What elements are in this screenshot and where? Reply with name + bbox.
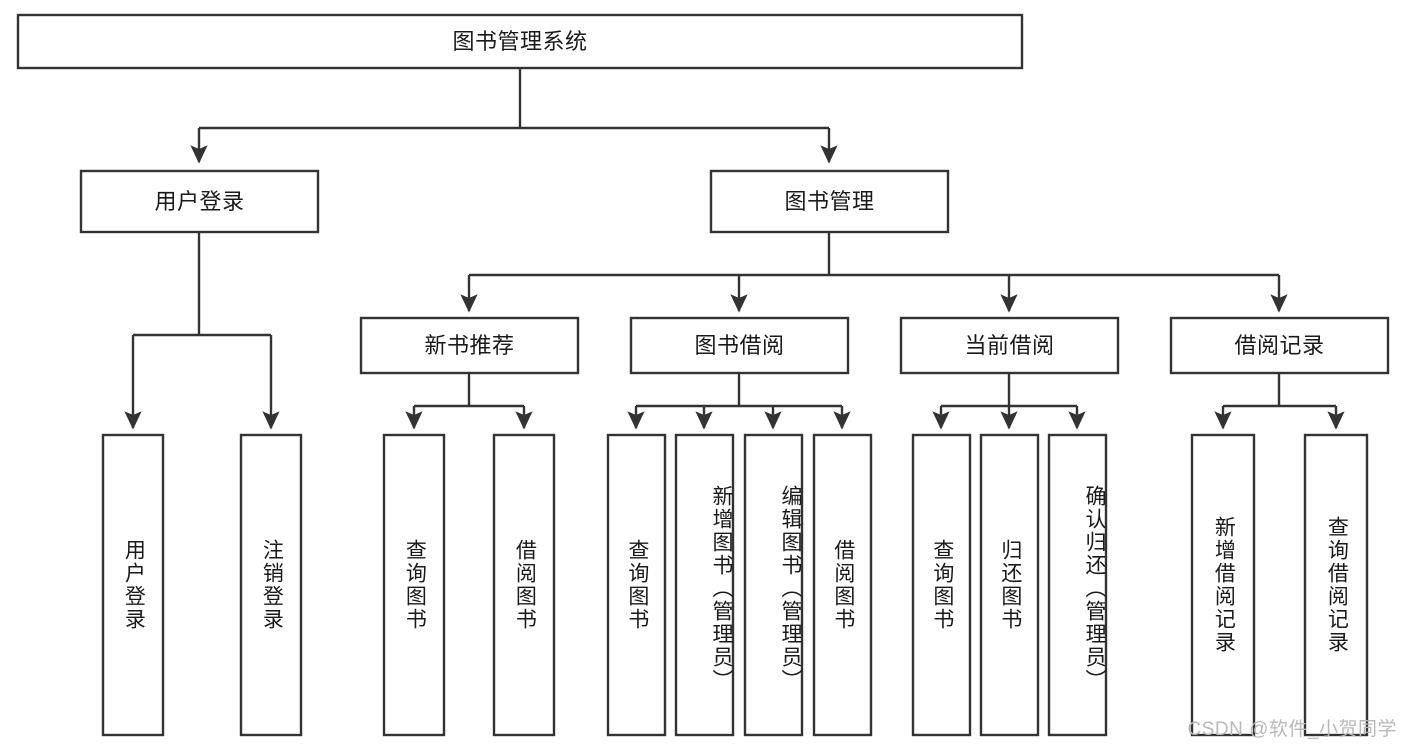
node-book-manage-box[interactable] — [709, 169, 950, 234]
node-leaf-book-borrow-0-box[interactable] — [606, 433, 667, 737]
node-leaf-user-login-1-box[interactable] — [239, 433, 303, 737]
node-leaf-borrow-record-0-box[interactable] — [1190, 433, 1256, 737]
node-leaf-book-borrow-3-box[interactable] — [812, 433, 873, 737]
node-leaf-user-login-0-box[interactable] — [101, 433, 165, 737]
node-leaf-current-borrow-0-box[interactable] — [911, 433, 972, 737]
node-new-book-recommend-box[interactable] — [359, 316, 580, 375]
node-leaf-book-borrow-2-box[interactable] — [743, 433, 804, 737]
node-leaf-current-borrow-1-box[interactable] — [979, 433, 1040, 737]
node-root-box[interactable] — [16, 13, 1024, 70]
node-user-login-box[interactable] — [79, 169, 320, 234]
node-leaf-borrow-record-1-box[interactable] — [1303, 433, 1369, 737]
node-current-borrow-box[interactable] — [899, 316, 1120, 375]
csdn-watermark: CSDN @软件_小贺同学 — [1187, 719, 1397, 740]
node-leaf-new-book-1-box[interactable] — [492, 433, 556, 737]
node-leaf-current-borrow-2-box[interactable] — [1047, 433, 1108, 737]
node-leaf-new-book-0-box[interactable] — [382, 433, 446, 737]
node-leaf-book-borrow-1-box[interactable] — [674, 433, 735, 737]
node-book-borrow-box[interactable] — [629, 316, 850, 375]
node-borrow-record-box[interactable] — [1169, 316, 1390, 375]
